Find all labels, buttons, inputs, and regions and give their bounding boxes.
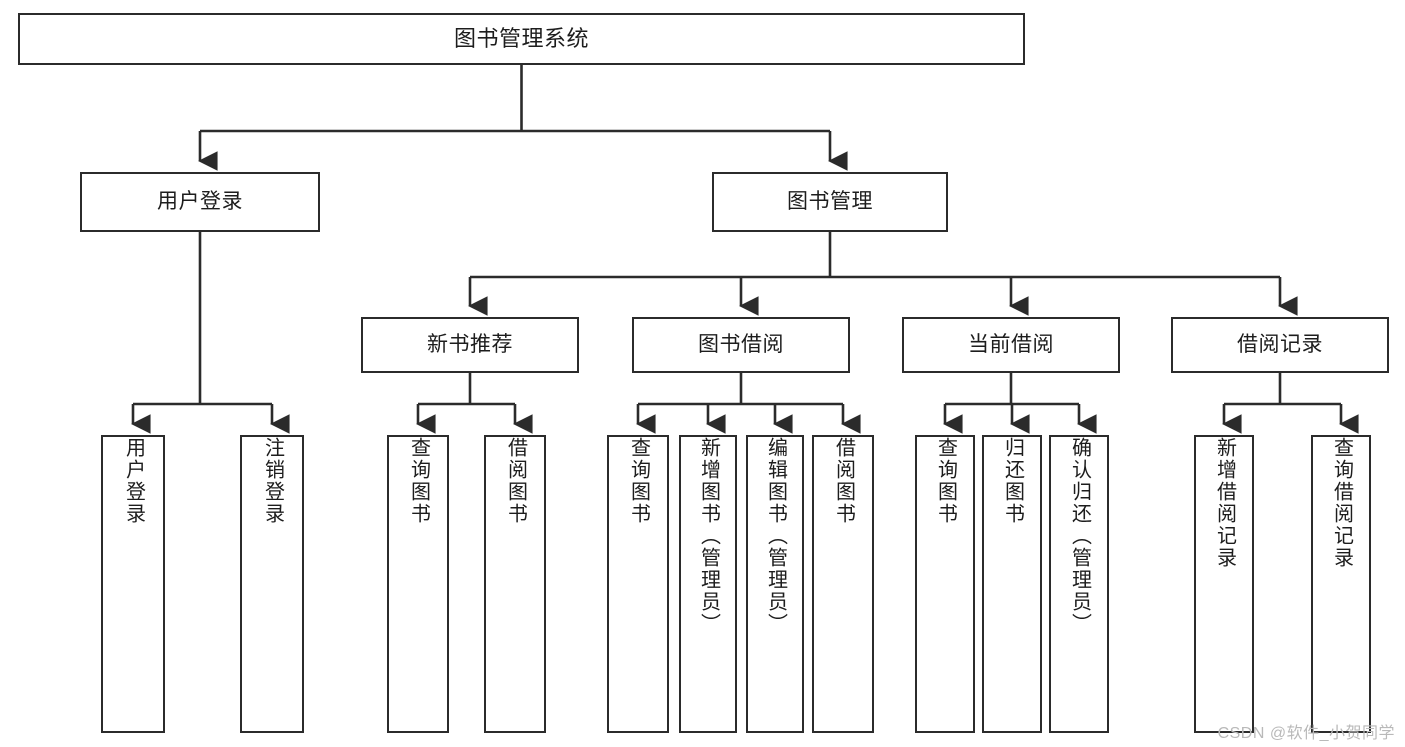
node-leaf-borrow-book-2[interactable]: 借阅图书 xyxy=(812,435,874,733)
node-label: 查询图书 xyxy=(934,437,957,525)
node-book-manage[interactable]: 图书管理 xyxy=(712,172,948,232)
node-leaf-query-book-2[interactable]: 查询图书 xyxy=(607,435,669,733)
node-leaf-borrow-book-1[interactable]: 借阅图书 xyxy=(484,435,546,733)
node-label: 查询图书 xyxy=(627,437,650,525)
node-label: 用户登录 xyxy=(122,437,145,525)
node-leaf-logout[interactable]: 注销登录 xyxy=(240,435,304,733)
node-label: 图书管理系统 xyxy=(453,25,589,51)
node-leaf-user-login[interactable]: 用户登录 xyxy=(101,435,165,733)
node-user-login[interactable]: 用户登录 xyxy=(80,172,320,232)
node-label: 查询借阅记录 xyxy=(1330,437,1353,569)
node-leaf-add-book[interactable]: 新增图书（管理员） xyxy=(679,435,737,733)
node-label: 查询图书 xyxy=(407,437,430,525)
node-new-book-rec[interactable]: 新书推荐 xyxy=(361,317,579,373)
node-label: 新书推荐 xyxy=(427,333,513,357)
node-leaf-query-record[interactable]: 查询借阅记录 xyxy=(1311,435,1371,733)
node-root[interactable]: 图书管理系统 xyxy=(18,13,1025,65)
node-current-borrow[interactable]: 当前借阅 xyxy=(902,317,1120,373)
node-label: 借阅图书 xyxy=(832,437,855,525)
node-label: 图书借阅 xyxy=(698,333,784,357)
node-leaf-add-record[interactable]: 新增借阅记录 xyxy=(1194,435,1254,733)
node-label: 编辑图书（管理员） xyxy=(764,437,787,635)
node-label: 新增图书（管理员） xyxy=(697,437,720,635)
node-borrow-record[interactable]: 借阅记录 xyxy=(1171,317,1389,373)
node-leaf-query-book-3[interactable]: 查询图书 xyxy=(915,435,975,733)
node-leaf-confirm-return[interactable]: 确认归还（管理员） xyxy=(1049,435,1109,733)
node-leaf-query-book-1[interactable]: 查询图书 xyxy=(387,435,449,733)
node-label: 确认归还（管理员） xyxy=(1068,437,1091,635)
node-label: 新增借阅记录 xyxy=(1213,437,1236,569)
node-label: 用户登录 xyxy=(157,190,243,214)
node-leaf-edit-book[interactable]: 编辑图书（管理员） xyxy=(746,435,804,733)
watermark-label: CSDN @软件_小贺同学 xyxy=(1217,725,1395,742)
node-label: 当前借阅 xyxy=(968,333,1054,357)
node-label: 注销登录 xyxy=(261,437,284,525)
node-label: 借阅记录 xyxy=(1237,333,1323,357)
node-leaf-return-book[interactable]: 归还图书 xyxy=(982,435,1042,733)
node-book-borrow[interactable]: 图书借阅 xyxy=(632,317,850,373)
node-label: 借阅图书 xyxy=(504,437,527,525)
node-label: 图书管理 xyxy=(787,190,873,214)
node-label: 归还图书 xyxy=(1001,437,1024,525)
